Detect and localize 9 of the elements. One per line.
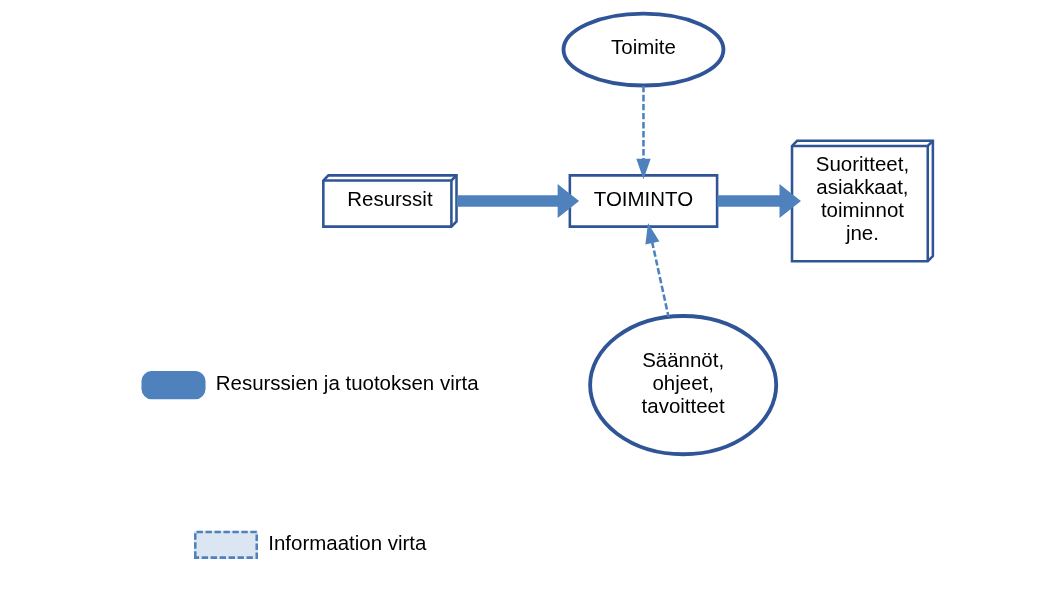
node-box: TOIMINTO xyxy=(568,174,719,228)
arrow xyxy=(645,223,670,318)
legend-label: Informaation virta xyxy=(268,530,427,554)
legend-label: Resurssien ja tuotoksen virta xyxy=(215,370,479,394)
node-ellipse: Toimite xyxy=(561,11,726,88)
arrow xyxy=(636,86,651,180)
arrow xyxy=(717,184,801,218)
node-ellipse: Säännöt, ohjeet, tavoitteet xyxy=(588,314,779,457)
arrow xyxy=(456,184,580,218)
